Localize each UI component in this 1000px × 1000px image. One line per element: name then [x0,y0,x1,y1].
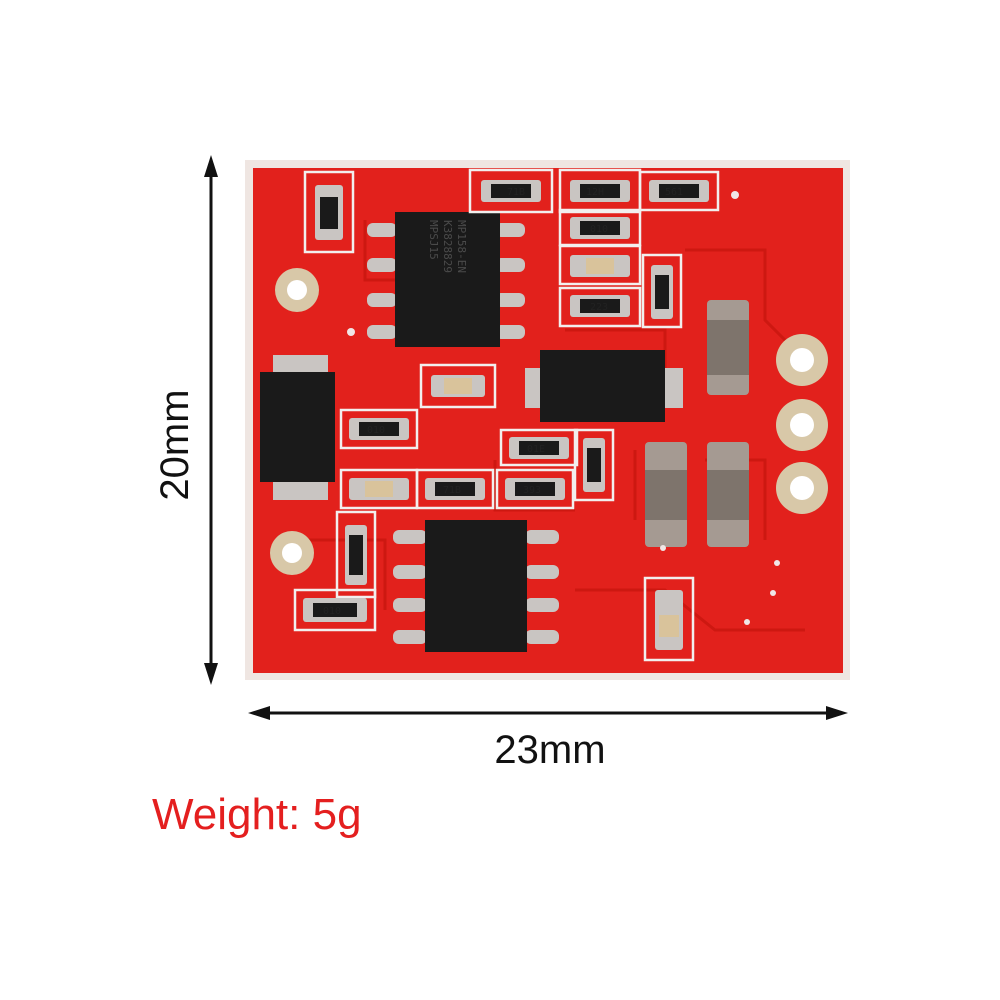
ic-chip-top: MP158-EN K3828829 MPSJ15 [367,212,525,347]
ic-chip-bottom [393,520,559,652]
weight-label: Weight: 5g [152,790,362,839]
svg-text:010: 010 [590,224,608,235]
height-dimension-label: 20mm [153,389,197,501]
svg-text:561: 561 [665,187,683,198]
svg-text:010: 010 [367,425,385,436]
diode-left [260,355,335,500]
width-dimension-arrow [248,706,848,720]
svg-text:71B: 71B [507,187,525,198]
svg-text:01E: 01E [527,444,545,455]
svg-text:393: 393 [523,485,541,496]
mounting-hole-icon [275,268,319,312]
svg-text:010: 010 [323,606,341,617]
pcb-board: MP158-EN K3828829 MPSJ15 [245,160,850,680]
diode-center [525,350,683,422]
svg-text:71B: 71B [443,485,461,496]
width-dimension-label: 23mm [494,728,606,772]
svg-text:K3828829: K3828829 [441,220,454,273]
inductor-pads [645,300,749,547]
svg-text:223: 223 [590,302,608,313]
mounting-hole-icon [270,531,314,575]
svg-text:12H: 12H [586,187,604,198]
height-dimension-arrow [204,155,218,685]
svg-text:MP158-EN: MP158-EN [455,220,468,273]
svg-text:MPSJ15: MPSJ15 [427,220,440,260]
